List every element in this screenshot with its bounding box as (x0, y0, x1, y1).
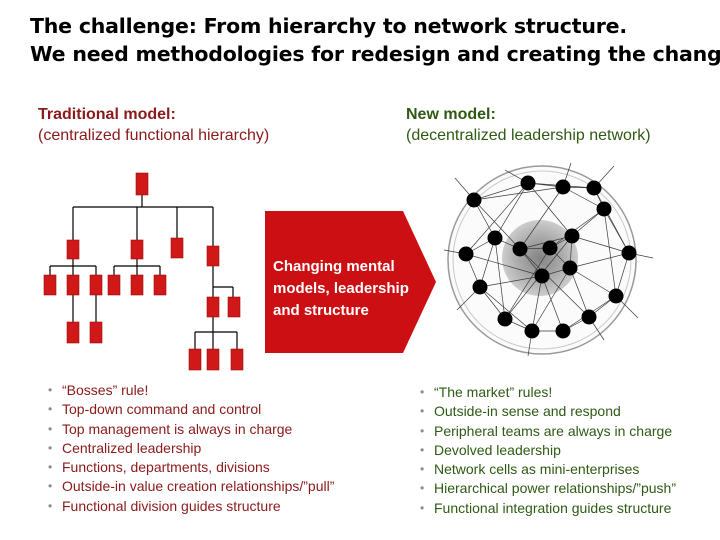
title-line-1: The challenge: From hierarchy to network… (30, 14, 627, 38)
network-node (555, 179, 571, 195)
new-model-bullet: Devolved leadership (420, 441, 676, 461)
org-box (227, 296, 241, 318)
network-nodes (458, 175, 637, 339)
org-box (230, 348, 244, 371)
org-box (89, 274, 103, 296)
network-node (621, 245, 637, 261)
new-model-bullet: Functional integration guides structure (420, 499, 676, 519)
new-model-bullet: Outside-in sense and respond (420, 402, 676, 422)
hierarchy-connectors (49, 195, 238, 349)
traditional-bullet: Outside-in value creation relationships/… (48, 477, 334, 497)
org-box (130, 274, 144, 296)
traditional-bullet: Functions, departments, divisions (48, 458, 334, 478)
org-box (170, 237, 184, 259)
network-node (581, 309, 597, 325)
network-node (596, 201, 612, 217)
org-box (43, 274, 57, 296)
network-node (520, 175, 536, 191)
network-node (562, 260, 578, 276)
org-box (135, 172, 149, 196)
arrow-label-line: models, leadership (273, 280, 409, 297)
hierarchy-boxes (43, 172, 244, 371)
org-box (153, 274, 167, 296)
org-box (206, 245, 220, 267)
network-node (586, 180, 602, 196)
traditional-bullet: Top-down command and control (48, 400, 334, 420)
network-node (555, 323, 571, 339)
traditional-bullet: Centralized leadership (48, 439, 334, 459)
new-model-bullet-list: “The market” rules! Outside-in sense and… (420, 383, 676, 518)
slide-title: The challenge: From hierarchy to network… (30, 12, 720, 68)
org-box (107, 274, 121, 296)
network-node (497, 311, 513, 327)
org-box (66, 239, 80, 260)
new-model-bullet: “The market” rules! (420, 383, 676, 403)
traditional-model-subheading: (centralized functional hierarchy) (38, 127, 270, 144)
hierarchy-chart (43, 172, 244, 371)
new-model-subheading: (decentralized leadership network) (406, 127, 651, 144)
network-diagram (443, 162, 654, 357)
new-model-bullet: Network cells as mini-enterprises (420, 460, 676, 480)
traditional-model-header: Traditional model: (centralized function… (38, 104, 269, 146)
network-node (466, 192, 482, 208)
org-box (188, 348, 202, 371)
traditional-model-heading: Traditional model: (38, 106, 176, 123)
network-node (542, 240, 558, 256)
network-node (524, 323, 540, 339)
new-model-header: New model: (decentralized leadership net… (406, 104, 651, 146)
org-box (66, 321, 80, 344)
org-box (206, 348, 220, 371)
traditional-bullet-list: “Bosses” rule! Top-down command and cont… (48, 381, 334, 516)
new-model-bullet: Peripheral teams are always in charge (420, 422, 676, 442)
arrow-label: Changing mental models, leadership and s… (273, 256, 423, 322)
traditional-bullet: Functional division guides structure (48, 497, 334, 517)
network-node (534, 268, 550, 284)
org-box (130, 239, 144, 260)
network-node (512, 241, 528, 257)
network-node (472, 279, 488, 295)
org-box (66, 274, 80, 296)
network-node (564, 228, 580, 244)
arrow-label-line: and structure (273, 302, 369, 319)
traditional-bullet: “Bosses” rule! (48, 381, 334, 401)
new-model-bullet: Hierarchical power relationships/”push” (420, 479, 676, 499)
arrow-label-line: Changing mental (273, 258, 395, 275)
title-line-2: We need methodologies for redesign and c… (30, 42, 720, 66)
org-box (206, 296, 220, 318)
traditional-bullet: Top management is always in charge (48, 420, 334, 440)
change-arrow (265, 211, 436, 353)
new-model-heading: New model: (406, 106, 496, 123)
network-node (458, 246, 474, 262)
network-node (608, 288, 624, 304)
org-box (89, 321, 103, 344)
network-node (487, 230, 503, 246)
